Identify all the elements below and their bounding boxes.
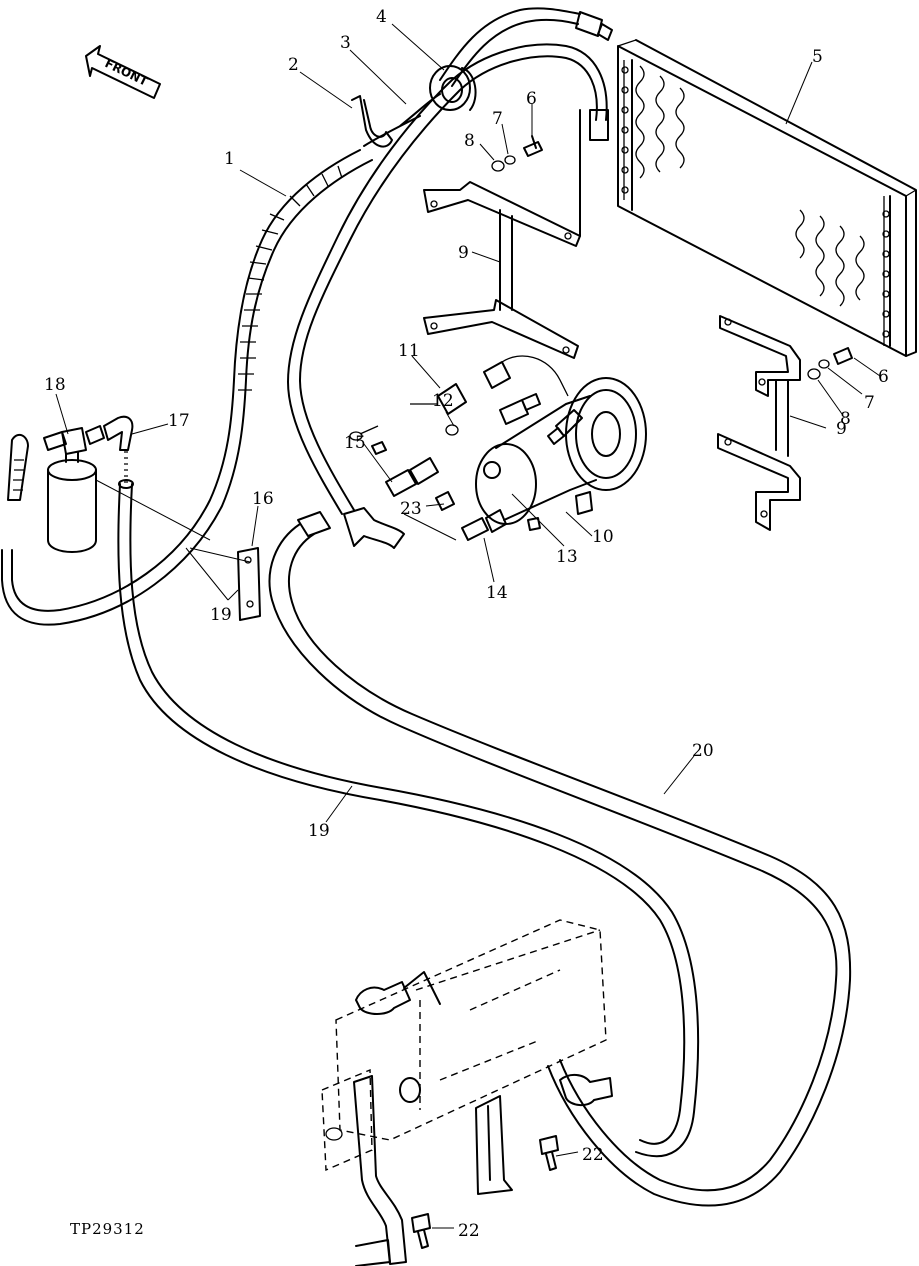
cap-screw-22-upper	[539, 1135, 559, 1171]
figure-code: TP29312	[70, 1220, 145, 1238]
right-mounting-bracket	[717, 315, 801, 531]
upper-mounting-bracket	[423, 109, 581, 359]
callout-23: 23	[400, 499, 422, 519]
callout-17: 17	[168, 411, 190, 431]
callout-labels: 1 2 3 4 5 6 6 7 7 8 8 9 9 10 11 12 13 14…	[44, 7, 889, 1241]
callout-8-right: 8	[840, 409, 851, 429]
callout-10: 10	[592, 527, 614, 547]
callout-3: 3	[340, 33, 351, 53]
pressure-switch	[349, 355, 569, 455]
callout-22-upper: 22	[582, 1145, 604, 1165]
callout-5: 5	[812, 47, 823, 67]
callout-11: 11	[398, 341, 420, 361]
compressor	[475, 377, 647, 531]
callout-16: 16	[252, 489, 274, 509]
callout-13: 13	[556, 547, 578, 567]
callout-2: 2	[288, 55, 299, 75]
evaporator-unit	[321, 919, 613, 1266]
hose-19	[117, 479, 700, 1158]
condenser	[617, 39, 917, 357]
high-pressure-fitting	[499, 393, 541, 425]
callout-1: 1	[224, 149, 235, 169]
hose-3	[363, 93, 441, 147]
callout-12: 12	[432, 391, 454, 411]
callout-14: 14	[486, 583, 508, 603]
callout-15: 15	[344, 433, 366, 453]
receiver-drier	[43, 425, 105, 553]
hose-fitting-15	[385, 457, 439, 497]
elbow-fitting-17	[103, 415, 134, 483]
cap-screw-right	[833, 347, 853, 365]
callout-20: 20	[692, 741, 714, 761]
clip-bracket	[237, 547, 261, 621]
callout-7-right: 7	[864, 393, 875, 413]
callout-6-right: 6	[878, 367, 889, 387]
low-pressure-fitting	[461, 509, 507, 541]
fitting-23	[435, 491, 455, 511]
callout-7-upper: 7	[492, 109, 503, 129]
flat-washer-upper	[491, 160, 505, 172]
leader-lines	[55, 23, 881, 1229]
front-direction-arrow: FRONT	[85, 45, 161, 99]
hose-20	[268, 511, 852, 1207]
o-ring	[445, 424, 459, 436]
lock-washer-right	[818, 359, 830, 369]
lock-washer-upper	[504, 155, 516, 165]
callout-6-upper: 6	[526, 89, 537, 109]
callout-9-right: 9	[836, 419, 847, 439]
callout-4: 4	[376, 7, 387, 27]
discharge-hose	[439, 7, 613, 87]
grommet	[429, 65, 477, 111]
condenser-hose	[287, 43, 609, 515]
callout-22-lower: 22	[458, 1221, 480, 1241]
callout-9-upper: 9	[458, 243, 469, 263]
flat-washer-right	[807, 368, 821, 380]
cap-screw-22-lower	[411, 1213, 431, 1249]
callout-18: 18	[44, 375, 66, 395]
cap-screw-upper	[523, 135, 543, 157]
hose-1	[1, 149, 373, 626]
callout-8-upper: 8	[464, 131, 475, 151]
clamp	[351, 95, 393, 148]
hose-end-left	[7, 433, 29, 501]
callout-19-left: 19	[210, 605, 232, 625]
elbow-fitting	[343, 507, 405, 549]
callout-19-bottom: 19	[308, 821, 330, 841]
